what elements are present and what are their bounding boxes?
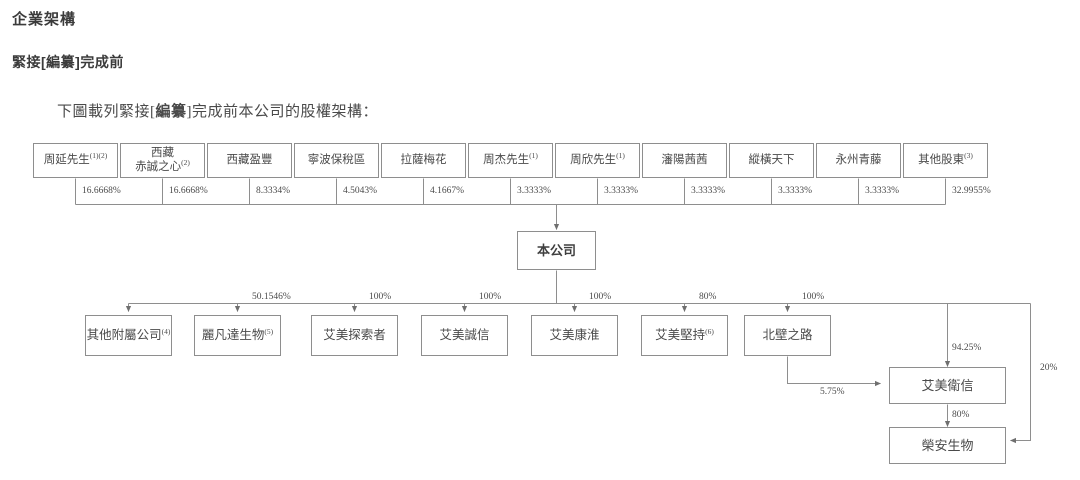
subsidiary-box-4[interactable]: 艾美誠信 xyxy=(421,315,508,356)
shareholder-box-2[interactable]: 西藏赤誠之心(2) xyxy=(120,143,205,178)
shareholder-label-1: 周延先生(1)(2) xyxy=(43,150,108,166)
shareholder-box-4[interactable]: 寧波保稅區 xyxy=(294,143,379,178)
shareholder-label-2: 西藏赤誠之心(2) xyxy=(135,146,190,173)
percent-subsidiary-6: 80% xyxy=(699,292,717,302)
shareholder-box-1[interactable]: 周延先生(1)(2) xyxy=(33,143,118,178)
shareholder-box-8[interactable]: 瀋陽茜茜 xyxy=(642,143,727,178)
subsidiary-box-3[interactable]: 艾美探索者 xyxy=(311,315,398,356)
percent-edge-94: 94.25% xyxy=(952,343,982,353)
percent-shareholder-7: 3.3333% xyxy=(604,186,639,196)
percent-shareholder-5: 4.1667% xyxy=(430,186,465,196)
company-box[interactable]: 本公司 xyxy=(517,231,596,270)
percent-shareholder-3: 8.3334% xyxy=(256,186,291,196)
lower-label-1: 艾美衛信 xyxy=(921,377,974,393)
subsidiary-label-7: 北壁之路 xyxy=(762,328,813,343)
shareholder-label-10: 永州青藤 xyxy=(835,153,882,166)
shareholder-label-9: 縱橫天下 xyxy=(748,153,795,166)
page-subtitle: 緊接[編纂]完成前 xyxy=(12,54,124,70)
percent-subsidiary-4: 100% xyxy=(479,292,502,302)
shareholder-box-10[interactable]: 永州青藤 xyxy=(816,143,901,178)
subsidiary-box-7[interactable]: 北壁之路 xyxy=(744,315,831,356)
percent-shareholder-11: 32.9955% xyxy=(952,186,991,196)
percent-subsidiary-5: 100% xyxy=(589,292,612,302)
shareholder-box-11[interactable]: 其他股東(3) xyxy=(903,143,988,178)
subsidiary-box-2[interactable]: 麗凡達生物(5) xyxy=(194,315,281,356)
lower-box-1[interactable]: 艾美衛信 xyxy=(889,367,1006,404)
subsidiary-box-1[interactable]: 其他附屬公司(4) xyxy=(85,315,172,356)
footnote-ref: (1) xyxy=(616,150,625,160)
subsidiary-label-2: 麗凡達生物(5) xyxy=(201,326,274,343)
percent-edge-20: 20% xyxy=(1040,363,1058,373)
subsidiary-label-1: 其他附屬公司(4) xyxy=(86,326,171,343)
percent-shareholder-8: 3.3333% xyxy=(691,186,726,196)
percent-shareholder-9: 3.3333% xyxy=(778,186,813,196)
percent-shareholder-6: 3.3333% xyxy=(517,186,552,196)
percent-edge-80: 80% xyxy=(952,410,970,420)
shareholder-label-11: 其他股東(3) xyxy=(918,150,973,166)
shareholder-box-5[interactable]: 拉薩梅花 xyxy=(381,143,466,178)
subsidiary-label-3: 艾美探索者 xyxy=(323,328,386,343)
subsidiary-label-4: 艾美誠信 xyxy=(439,328,490,343)
percent-subsidiary-3: 100% xyxy=(369,292,392,302)
footnote-ref: (2) xyxy=(181,157,190,167)
subsidiary-label-5: 艾美康淮 xyxy=(549,328,600,343)
lead-paragraph: 下圖載列緊接[編纂]完成前本公司的股權架構： xyxy=(57,100,378,121)
shareholder-label-6: 周杰先生(1) xyxy=(483,150,538,166)
footnote-ref: (6) xyxy=(705,326,714,336)
shareholder-box-3[interactable]: 西藏盈豐 xyxy=(207,143,292,178)
percent-subsidiary-7: 100% xyxy=(802,292,825,302)
page-title: 企業架構 xyxy=(12,11,77,28)
lead-bold: 編纂 xyxy=(155,104,187,120)
shareholder-label-8: 瀋陽茜茜 xyxy=(661,153,708,166)
subsidiary-label-6: 艾美堅持(6) xyxy=(655,326,714,343)
lower-label-2: 榮安生物 xyxy=(921,437,974,453)
footnote-ref: (1)(2) xyxy=(89,150,108,160)
footnote-ref: (4) xyxy=(161,326,171,336)
footnote-ref: (1) xyxy=(529,150,538,160)
shareholder-box-7[interactable]: 周欣先生(1) xyxy=(555,143,640,178)
company-label: 本公司 xyxy=(536,242,576,258)
shareholder-label-5: 拉薩梅花 xyxy=(400,153,447,166)
percent-shareholder-1: 16.6668% xyxy=(82,186,121,196)
subsidiary-box-5[interactable]: 艾美康淮 xyxy=(531,315,618,356)
shareholder-label-7: 周欣先生(1) xyxy=(570,150,625,166)
footnote-ref: (3) xyxy=(964,150,973,160)
shareholder-box-6[interactable]: 周杰先生(1) xyxy=(468,143,553,178)
percent-subsidiary-2: 50.1546% xyxy=(252,292,291,302)
percent-shareholder-4: 4.5043% xyxy=(343,186,378,196)
shareholder-label-4: 寧波保稅區 xyxy=(307,153,366,166)
shareholder-label-3: 西藏盈豐 xyxy=(226,153,273,166)
footnote-ref: (5) xyxy=(264,326,274,336)
percent-shareholder-2: 16.6668% xyxy=(169,186,208,196)
lower-box-2[interactable]: 榮安生物 xyxy=(889,427,1006,464)
percent-edge-575: 5.75% xyxy=(820,387,845,397)
percent-shareholder-10: 3.3333% xyxy=(865,186,900,196)
subsidiary-box-6[interactable]: 艾美堅持(6) xyxy=(641,315,728,356)
lead-prefix: 下圖載列緊接[ xyxy=(57,104,156,120)
shareholder-box-9[interactable]: 縱橫天下 xyxy=(729,143,814,178)
lead-suffix: ]完成前本公司的股權架構： xyxy=(186,104,379,120)
